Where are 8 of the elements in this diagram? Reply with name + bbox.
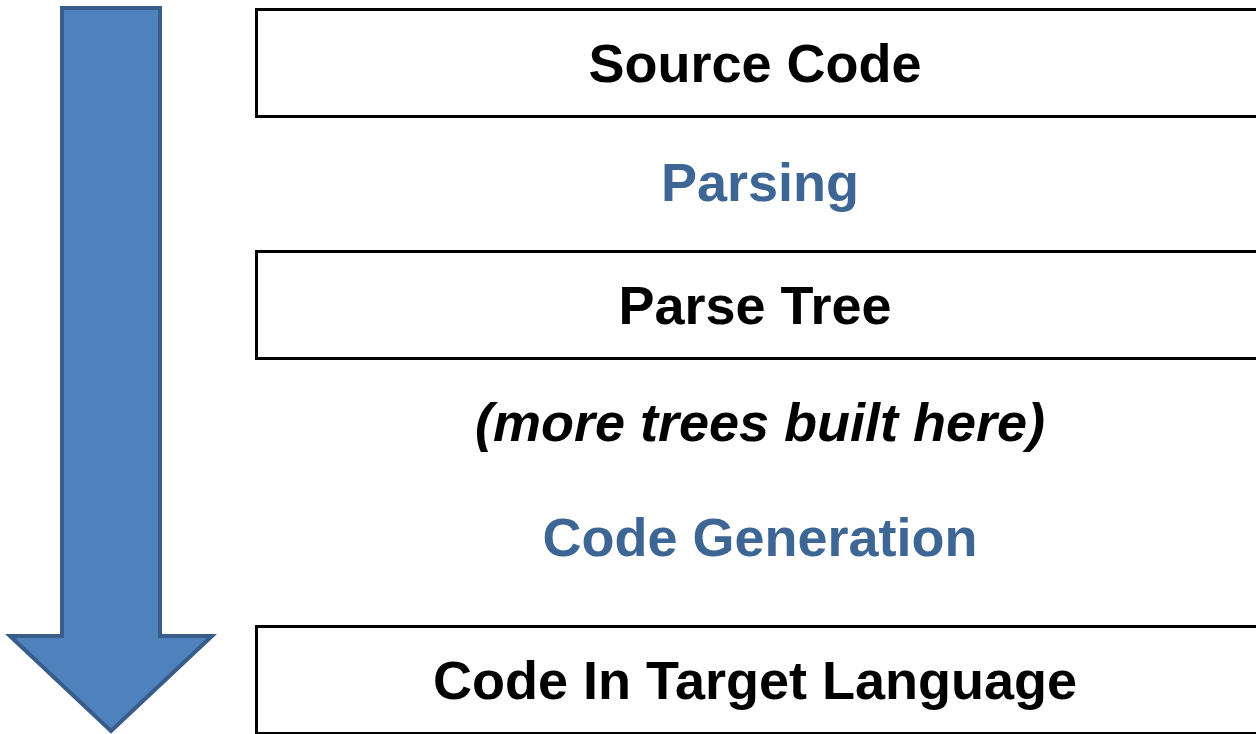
step-label: Parsing xyxy=(660,151,860,214)
box-label: Parse Tree xyxy=(618,278,893,332)
note-text: (more trees built here) xyxy=(474,391,1046,454)
process-box xyxy=(255,625,1256,734)
process-box xyxy=(255,250,1256,360)
step-label: Code Generation xyxy=(542,506,978,569)
process-box xyxy=(255,8,1256,118)
box-label: Source Code xyxy=(588,36,923,90)
